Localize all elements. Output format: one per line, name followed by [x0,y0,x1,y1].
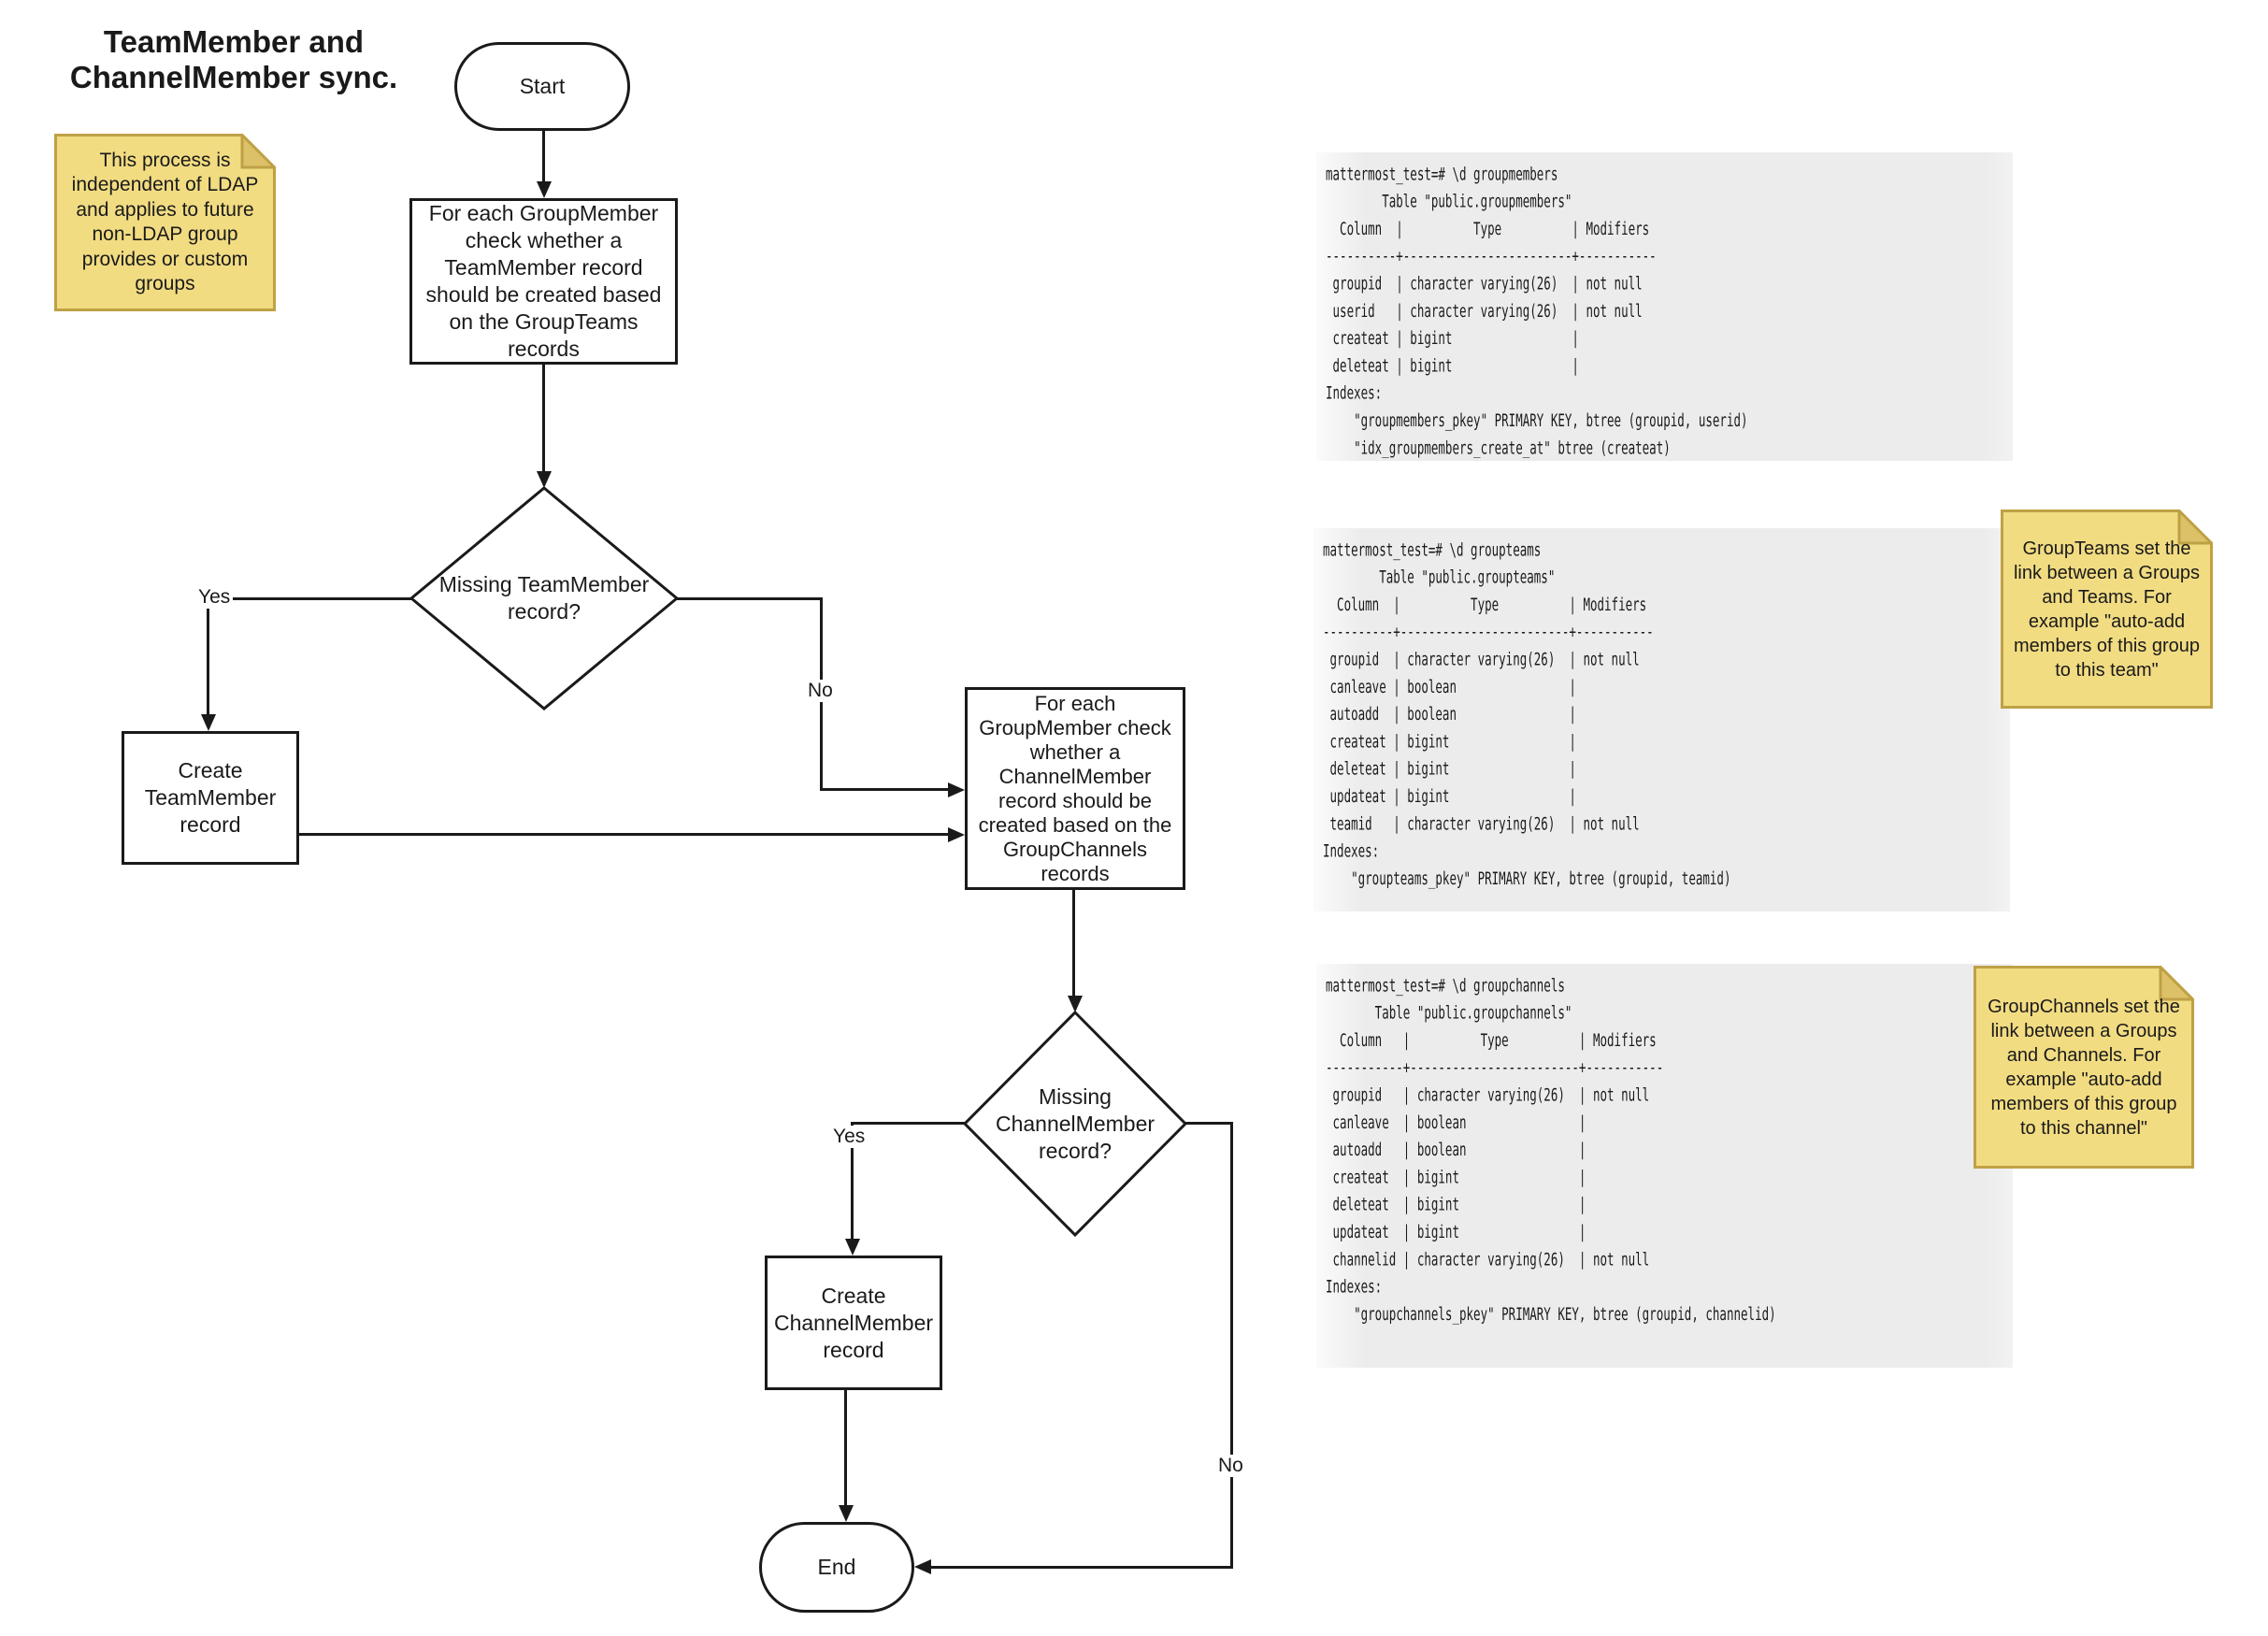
start-node: Start [454,42,630,131]
connector-createteam-step2 [299,833,950,836]
connector-decision1-no [677,597,823,600]
arrowhead-down-icon [537,181,552,198]
note-fold-icon [2177,509,2213,545]
decision2-yes-label: Yes [830,1126,868,1148]
create-channelmember-label: Create ChannelMember record [773,1283,934,1362]
decision1-no-label: No [805,680,836,702]
diagram-title: TeamMember and ChannelMember sync. [69,24,398,94]
sticky-note-groupteams: GroupTeams set the link between a Groups… [2001,509,2213,709]
connector-step2-decision2 [1072,890,1075,997]
decision2-label: Missing ChannelMember record? [995,1083,1156,1163]
create-channelmember-box: Create ChannelMember record [765,1256,942,1390]
connector-decision2-no [1185,1122,1233,1125]
decision2-no-label: No [1215,1455,1246,1477]
decision1-yes-label: Yes [195,586,234,609]
connector-decision2-yes-down [851,1122,854,1240]
arrowhead-down-icon [537,471,552,488]
sticky-note-background [54,134,276,311]
process-step2-label: For each GroupMember check whether a Cha… [978,691,1172,885]
arrowhead-right-icon [948,827,965,842]
process-step1-label: For each GroupMember check whether a Tea… [425,201,662,361]
terminal-groupchannels: mattermost_test=# \d groupchannels Table… [1316,964,2013,1368]
note-fold-icon [2159,966,2194,1001]
sticky-note-text: This process is independent of LDAP and … [71,149,259,295]
connector-decision2-yes [853,1122,965,1125]
terminal-groupmembers: mattermost_test=# \d groupmembers Table … [1316,152,2013,461]
connector-decision1-yes-down [207,597,209,716]
arrowhead-down-icon [839,1505,854,1522]
decision1-label: Missing TeamMember record? [438,572,650,624]
sticky-note-process: This process is independent of LDAP and … [54,134,276,311]
arrowhead-down-icon [845,1239,860,1256]
process-step1: For each GroupMember check whether a Tea… [409,198,678,365]
sticky-note-groupchannels: GroupChannels set the link between a Gro… [1974,966,2194,1169]
connector-step1-decision1 [542,365,545,473]
terminal-groupteams: mattermost_test=# \d groupteams Table "p… [1313,528,2010,911]
connector-decision2-no-down [1230,1122,1233,1569]
connector-decision1-no-right [820,788,950,791]
note-fold-icon [240,134,276,169]
arrowhead-down-icon [201,714,216,731]
terminal-groupmembers-text: mattermost_test=# \d groupmembers Table … [1326,163,1748,458]
connector-decision2-no-left [931,1566,1233,1569]
sticky-note-background [1974,966,2194,1169]
terminal-groupchannels-text: mattermost_test=# \d groupchannels Table… [1326,974,1776,1325]
create-teammember-label: Create TeamMember record [144,758,277,837]
connector-decision1-yes [208,597,411,600]
sticky-note-background [2001,509,2213,709]
start-label: Start [519,74,566,98]
process-step2: For each GroupMember check whether a Cha… [965,687,1185,890]
arrowhead-right-icon [948,782,965,797]
arrowhead-left-icon [914,1559,931,1574]
connector-start-step1 [542,131,545,183]
create-teammember-box: Create TeamMember record [122,731,299,865]
end-node: End [759,1522,914,1613]
terminal-groupteams-text: mattermost_test=# \d groupteams Table "p… [1323,538,1731,889]
decision2-diamond [963,1011,1187,1237]
arrowhead-down-icon [1068,996,1083,1012]
sticky-note-text: GroupChannels set the link between a Gro… [1988,996,2180,1139]
decision1-diamond [409,486,679,710]
end-label: End [817,1555,856,1579]
connector-createchannel-end [844,1390,847,1506]
sticky-note-text: GroupTeams set the link between a Groups… [2013,538,2200,681]
